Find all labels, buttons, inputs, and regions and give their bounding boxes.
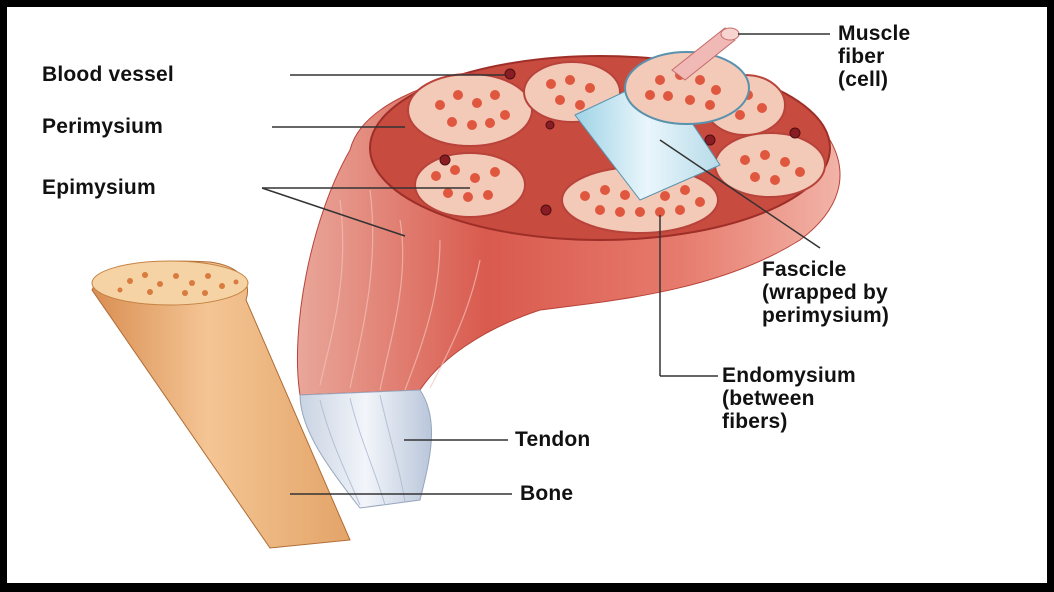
- label-endomysium-line-3: fibers): [722, 410, 856, 433]
- label-muscle-fiber-line-1: Muscle: [838, 22, 910, 45]
- label-blood-vessel: Blood vessel: [42, 63, 174, 86]
- label-muscle-fiber: Muscle fiber (cell): [838, 22, 910, 91]
- label-fascicle: Fascicle (wrapped by perimysium): [762, 258, 889, 327]
- label-epimysium: Epimysium: [42, 176, 156, 199]
- label-muscle-fiber-line-2: fiber: [838, 45, 910, 68]
- label-endomysium-line-2: (between: [722, 387, 856, 410]
- label-bone: Bone: [520, 482, 573, 505]
- label-muscle-fiber-line-3: (cell): [838, 68, 910, 91]
- label-endomysium: Endomysium (between fibers): [722, 364, 856, 433]
- label-fascicle-line-3: perimysium): [762, 304, 889, 327]
- label-fascicle-line-2: (wrapped by: [762, 281, 889, 304]
- label-perimysium: Perimysium: [42, 115, 163, 138]
- label-endomysium-line-1: Endomysium: [722, 364, 856, 387]
- label-fascicle-line-1: Fascicle: [762, 258, 889, 281]
- label-tendon: Tendon: [515, 428, 590, 451]
